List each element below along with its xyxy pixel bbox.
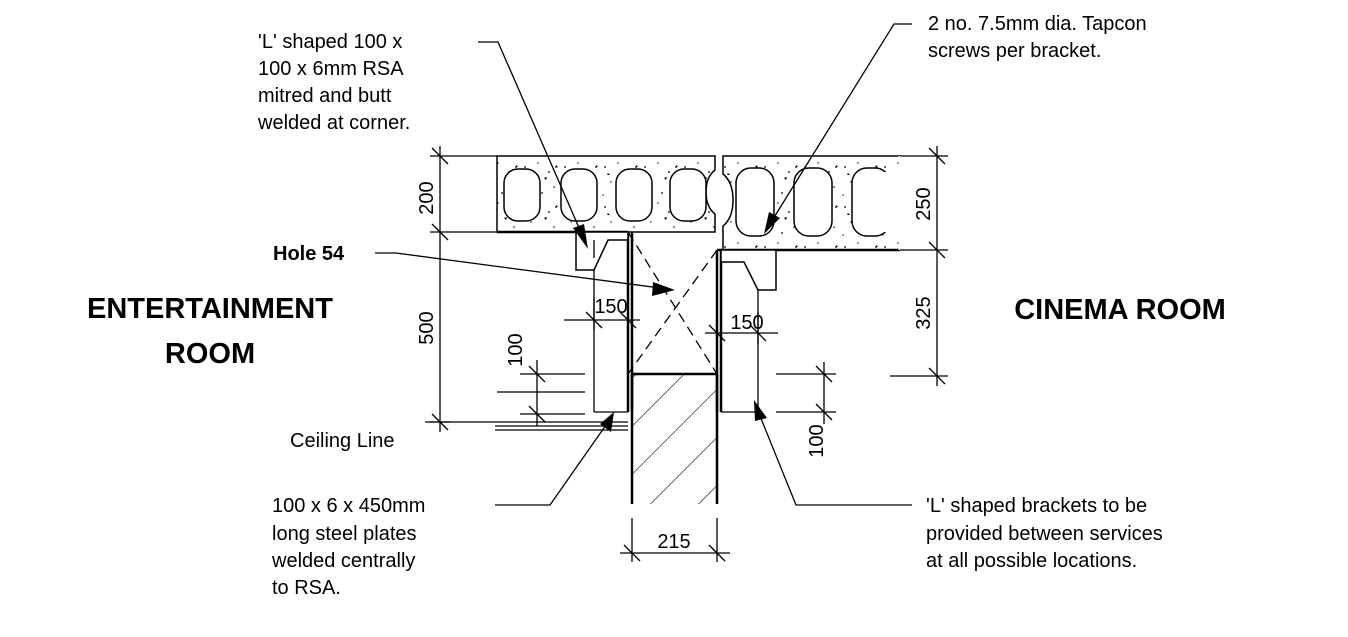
note-rsa-line: 100 x 6mm RSA <box>258 58 404 80</box>
note-screws-line: screws per bracket. <box>928 40 1101 62</box>
note-plates-line: 100 x 6 x 450mm <box>272 495 425 517</box>
note-brackets-line: provided between services <box>926 523 1163 545</box>
leader-brackets <box>754 400 912 506</box>
rsa-left <box>575 231 634 413</box>
note-brackets: 'L' shaped brackets to be provided betwe… <box>926 495 1163 572</box>
dim-drop-left: 500 <box>416 311 438 344</box>
leader-hole <box>375 252 675 296</box>
note-plates-line: long steel plates <box>272 523 417 545</box>
dimension-bracket-left <box>564 298 640 330</box>
dim-plate-right: 100 <box>806 424 828 457</box>
note-plates: 100 x 6 x 450mm long steel plates welded… <box>271 495 425 599</box>
bracket-right <box>715 249 777 413</box>
note-screws-line: 2 no. 7.5mm dia. Tapcon <box>928 13 1147 35</box>
room-label-right: CINEMA ROOM <box>1014 294 1226 326</box>
hollowcore-slab-right <box>717 155 905 252</box>
dim-slab-right: 250 <box>913 187 935 220</box>
note-plates-line: to RSA. <box>272 577 341 599</box>
ceiling-line-label: Ceiling Line <box>290 430 395 452</box>
room-label-left-line2: ROOM <box>165 338 255 370</box>
dimension-plate-left <box>497 360 585 426</box>
dimension-left-vertical <box>430 146 497 432</box>
dim-wall: 215 <box>657 531 690 553</box>
dimension-wall <box>620 518 730 562</box>
leader-plates <box>495 412 614 506</box>
dim-bracket-right: 150 <box>730 312 763 334</box>
masonry-wall <box>630 372 719 504</box>
dim-bracket-left: 150 <box>594 296 627 318</box>
dimension-right-vertical <box>890 146 948 386</box>
note-brackets-line: 'L' shaped brackets to be <box>926 495 1147 517</box>
hole-54-void <box>627 231 718 375</box>
dimension-plate-right <box>776 362 836 424</box>
leader-rsa <box>478 41 588 249</box>
room-label-left-line1: ENTERTAINMENT <box>87 293 333 325</box>
note-plates-line: welded centrally <box>271 550 415 572</box>
note-rsa-line: 'L' shaped 100 x <box>258 31 402 53</box>
note-rsa: 'L' shaped 100 x 100 x 6mm RSA mitred an… <box>257 31 410 134</box>
leader-screws <box>764 23 912 234</box>
ceiling-line <box>425 421 628 431</box>
dim-drop-right: 325 <box>913 296 935 329</box>
note-screws: 2 no. 7.5mm dia. Tapcon screws per brack… <box>928 13 1147 62</box>
dimension-bracket-right <box>705 312 778 344</box>
note-rsa-line: mitred and butt <box>258 85 392 107</box>
dim-slab-left: 200 <box>416 181 438 214</box>
note-brackets-line: at all possible locations. <box>926 550 1137 572</box>
hole-label: Hole 54 <box>273 243 345 265</box>
note-rsa-line: welded at corner. <box>257 112 410 134</box>
dim-plate-left: 100 <box>505 333 527 366</box>
hollowcore-slab-left <box>496 155 716 234</box>
